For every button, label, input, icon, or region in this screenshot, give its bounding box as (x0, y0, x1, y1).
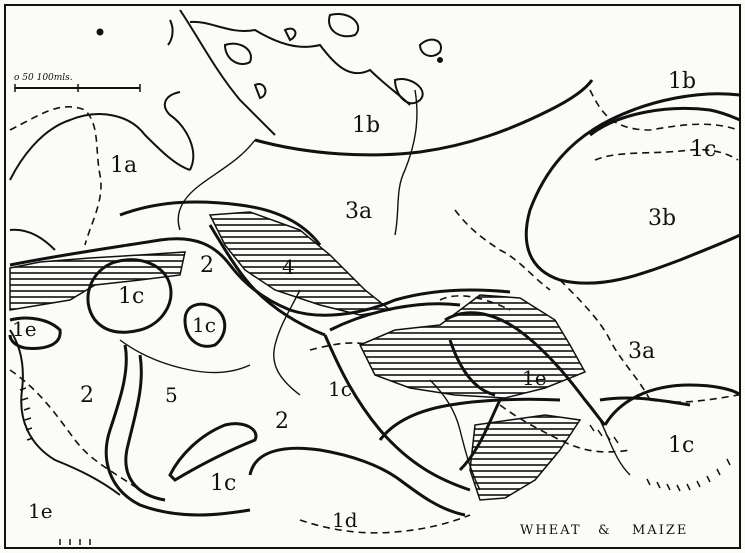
zone-label-1e-southwest: 1e (28, 499, 53, 523)
footer-maize: MAIZE (632, 523, 688, 538)
zone-label-1d: 1d (332, 508, 358, 532)
zone-label-1e-west: 1e (12, 317, 37, 341)
zone-label-1c-west: 1c (118, 284, 144, 309)
zone-label-1c-east: 1c (668, 433, 694, 458)
zone-label-3a-center: 3a (345, 199, 372, 224)
map-frame (4, 4, 741, 549)
zone-label-5: 5 (165, 383, 178, 407)
scale-bar-text: o 50 100mls. (14, 73, 73, 83)
zone-label-4: 4 (282, 255, 295, 279)
zone-label-3a-east: 3a (628, 339, 655, 364)
zone-label-3b: 3b (648, 206, 676, 231)
northern-islands (96, 9, 443, 136)
zone-labels: 1a 1b 1b 1c 3a 3b 4 2 1c 1c 1e 2 5 1c 2 … (12, 69, 716, 532)
western-coastline (9, 91, 195, 496)
footer-caption: WHEAT & MAIZE (520, 523, 688, 538)
zone-label-1c-east-top: 1c (690, 137, 716, 162)
hatched-region-west (9, 251, 186, 311)
zone-label-2-west: 2 (80, 383, 94, 408)
zone-label-1c-small: 1c (192, 313, 216, 337)
scale-bar: o 50 100mls. (14, 73, 141, 92)
zone-label-1c-mid: 1c (328, 377, 352, 401)
zone-label-1a: 1a (110, 153, 137, 178)
zone-label-1b-northeast: 1b (668, 69, 696, 94)
zone-label-2-south: 2 (275, 409, 289, 434)
hachure-marks (19, 387, 731, 545)
footer-ampersand: & (598, 523, 612, 538)
zone-boundaries (8, 79, 742, 517)
zone-label-1e-east: 1e (522, 366, 547, 390)
dashed-boundaries (9, 89, 739, 534)
rivers (119, 89, 631, 491)
zone-label-2-center: 2 (200, 253, 214, 278)
zone-label-1b-north: 1b (352, 113, 380, 138)
zone-label-1c-south: 1c (210, 471, 236, 496)
footer-wheat: WHEAT (520, 523, 582, 538)
